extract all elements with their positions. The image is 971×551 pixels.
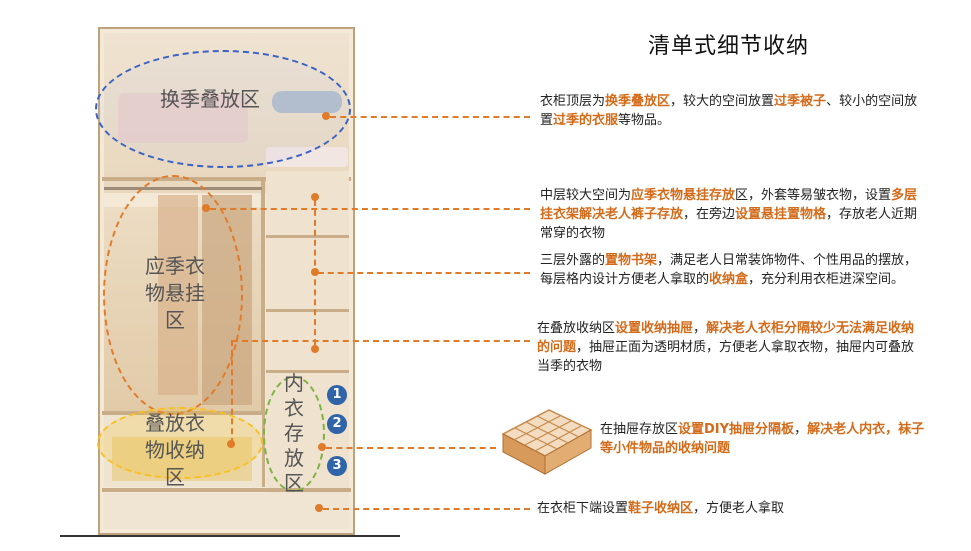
hanging-zone-label-line: 区: [165, 308, 185, 332]
floor-line: [60, 535, 400, 537]
note-diy-divider: 在抽屉存放区设置DIY抽屉分隔板，解决老人内衣，袜子等小件物品的收纳问题: [600, 420, 930, 458]
note-highlight: 设置收纳抽屉: [615, 321, 694, 336]
note-highlight: 解决老人内衣，袜子等小件物品的收纳问题: [600, 422, 925, 456]
leader-dot: [315, 504, 323, 512]
note-top-shelf: 衣柜顶层为换季叠放区，较大的空间放置过季被子、较小的空间放置过季的衣服等物品。: [540, 92, 920, 130]
underwear-zone-label-char: 内: [284, 371, 304, 395]
center-divider: [261, 177, 265, 487]
leader-line-shelf: [318, 272, 530, 274]
page-title: 清单式细节收纳: [648, 34, 810, 59]
cubby-shelf: [266, 309, 349, 312]
leader-dot: [311, 268, 319, 276]
note-highlight: 过季的衣服: [553, 113, 619, 128]
leader-line-top: [330, 116, 530, 118]
fold-zone-label-line: 区: [165, 465, 185, 489]
fold-zone-label-line: 叠放衣: [145, 411, 205, 435]
hanging-zone-label-line: 应季衣: [145, 254, 205, 278]
note-text: ，抽屉正面为透明材质，方便老人拿取衣物，抽屉内可叠放当季的衣物: [537, 340, 915, 374]
leader-dot: [202, 204, 210, 212]
note-text: ，满足老人日常装饰物件、个性用品的摆放，每层格内设计方便老人拿取的: [540, 253, 918, 287]
fold-zone-label-line: 物收纳: [145, 438, 205, 462]
leader-dot: [322, 112, 330, 120]
hanging-zone-label-line: 物悬挂: [145, 281, 205, 305]
underwear-zone-label-char: 放: [284, 446, 304, 470]
top-zone-ellipse: [95, 50, 351, 168]
note-fold-drawer: 在叠放收纳区设置收纳抽屉，解决老人衣柜分隔较少无法满足收纳的问题，抽屉正面为透明…: [537, 319, 927, 376]
note-text: ，存放老人近期常穿的衣物: [540, 207, 918, 241]
leader-dot: [227, 440, 235, 448]
note-highlight: 应季衣物悬挂存放: [631, 188, 736, 203]
hanging-zone-label: 应季衣 物悬挂 区: [132, 253, 218, 334]
note-highlight: 置物书架: [605, 253, 658, 268]
note-text: 三层外露的: [540, 253, 606, 268]
shelf-divider: [102, 177, 351, 181]
leader-dot: [311, 345, 319, 353]
leader-line-shoe: [323, 508, 530, 510]
note-highlight: 设置DIY抽屉分隔板: [678, 422, 795, 437]
underwear-zone-label: 内 衣 存 放 区: [280, 371, 308, 496]
note-highlight: 多层挂衣架解决老人裤子存放: [540, 188, 918, 222]
badge-1: 1: [327, 385, 347, 405]
note-highlight: 解决老人衣柜分隔较少无法满足收纳的问题: [537, 321, 915, 355]
note-middle-hang: 中层较大空间为应季衣物悬挂存放区，外套等易皱衣物，设置多层挂衣架解决老人裤子存放…: [540, 186, 925, 243]
cubby-shelf: [266, 235, 349, 238]
note-highlight: 过季被子: [774, 94, 827, 109]
underwear-zone-label-char: 存: [284, 421, 304, 445]
note-text: 、较小的空间放置: [540, 94, 918, 128]
note-highlight: 收纳盒: [709, 272, 749, 287]
note-highlight: 换季叠放区: [605, 94, 671, 109]
note-text: ，在旁边: [683, 207, 736, 222]
note-text: 衣柜顶层为: [540, 94, 606, 109]
note-text: ，: [693, 321, 707, 336]
bottom-divider: [102, 488, 351, 492]
note-text: 区，外套等易皱衣物，设置: [735, 188, 892, 203]
top-zone-label: 换季叠放区: [160, 87, 260, 111]
fold-zone-ellipse: [97, 407, 263, 479]
note-text: 在抽屉存放区: [600, 422, 679, 437]
cubby-shelf: [266, 370, 349, 373]
fold-zone-label: 叠放衣 物收纳 区: [132, 410, 218, 491]
shoe-area: [104, 493, 349, 529]
note-text: ，较大的空间放置: [670, 94, 775, 109]
note-open-shelf: 三层外露的置物书架，满足老人日常装饰物件、个性用品的摆放，每层格内设计方便老人拿…: [540, 251, 925, 289]
drawer-organizer-image: [501, 409, 593, 475]
leader-line-drawer: [232, 340, 530, 342]
leader-dot: [318, 443, 326, 451]
leader-line-hang: [210, 208, 530, 210]
note-text: 在叠放收纳区: [537, 321, 616, 336]
badge-2: 2: [327, 414, 347, 434]
leader-dot: [311, 193, 319, 201]
note-text: 在衣柜下端设置: [537, 501, 629, 516]
note-text: ，方便老人拿取: [693, 501, 785, 516]
note-shoe: 在衣柜下端设置鞋子收纳区，方便老人拿取: [537, 499, 917, 518]
badge-3: 3: [327, 456, 347, 476]
note-highlight: 鞋子收纳区: [628, 501, 694, 516]
underwear-zone-ellipse: [263, 376, 325, 492]
note-text: ，充分利用衣柜进深空间。: [748, 272, 905, 287]
underwear-zone-label-char: 衣: [284, 396, 304, 420]
leader-line-drawer-v: [231, 340, 233, 444]
note-highlight: 设置悬挂置物格: [735, 207, 827, 222]
underwear-zone-label-char: 区: [284, 471, 304, 495]
note-text: 中层较大空间为: [540, 188, 632, 203]
note-text: 等物品。: [618, 113, 671, 128]
leader-line-diy: [326, 447, 496, 449]
note-text: ，: [794, 422, 808, 437]
